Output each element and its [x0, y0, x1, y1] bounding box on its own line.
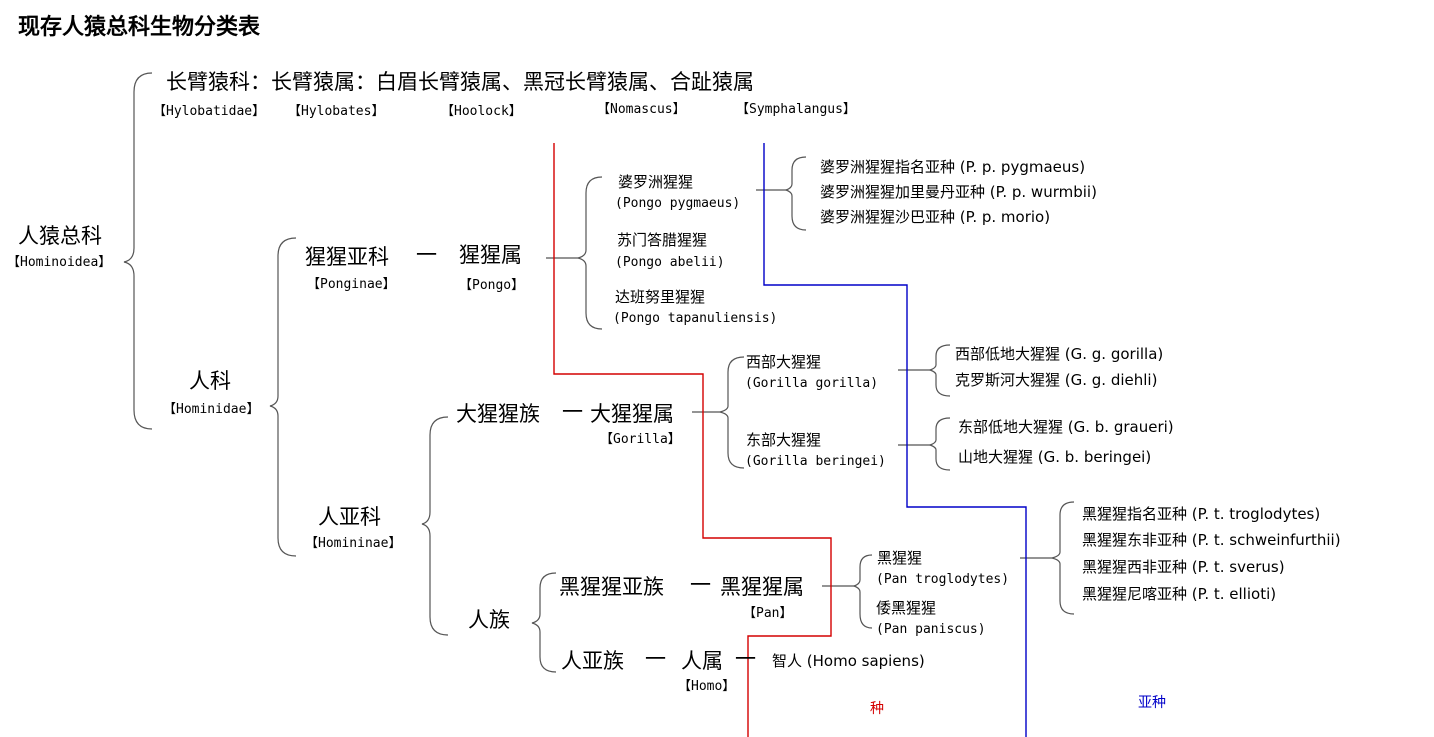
subspecies-item: 黑猩猩尼喀亚种 (P. t. ellioti): [1082, 585, 1277, 603]
subspecies-item: 山地大猩猩 (G. b. beringei): [958, 448, 1152, 466]
subspecies-legend-label: 亚种: [1138, 695, 1166, 711]
panina-dash: 一: [690, 573, 711, 597]
symphalangus-latin: 【Symphalangus】: [736, 102, 856, 117]
pan-species-cn: 黑猩猩: [877, 549, 923, 567]
pan-species-sci: (Pan troglodytes): [876, 572, 1010, 587]
homo-species: 智人 (Homo sapiens): [772, 652, 925, 670]
homo-dash: 一: [735, 647, 756, 671]
hominidae-latin: 【Hominidae】: [163, 402, 260, 417]
pan-name: 黑猩猩属: [720, 575, 804, 599]
pongo-species-sci: (Pongo abelii): [615, 255, 725, 270]
subspecies-item: 黑猩猩指名亚种 (P. t. troglodytes): [1082, 505, 1321, 523]
bracket-hominini: [531, 572, 557, 673]
subspecies-boundary-line: [763, 143, 1027, 737]
pongo-species-sci: (Pongo pygmaeus): [615, 196, 741, 211]
bracket-hominoidea: [123, 72, 153, 430]
hylobatidae-latin: 【Hylobatidae】: [153, 104, 266, 119]
page-title: 现存人猿总科生物分类表: [18, 15, 261, 40]
bracket-gberingei: [928, 417, 951, 471]
superfamily-latin: 【Hominoidea】: [7, 255, 112, 270]
gorilla-species-cn: 东部大猩猩: [746, 431, 822, 449]
hominina-name: 人亚族: [561, 649, 624, 673]
hylobates-latin: 【Hylobates】: [288, 104, 385, 119]
gorillini-dash: 一: [562, 400, 583, 424]
hominina-dash: 一: [645, 647, 666, 671]
gorillini-name: 大猩猩族: [456, 402, 540, 426]
gorilla-name: 大猩猩属: [590, 402, 674, 426]
hylobatidae-line: 长臂猿科：长臂猿属：白眉长臂猿属、黑冠长臂猿属、合趾猿属: [166, 70, 754, 94]
gorilla-species-sci: (Gorilla gorilla): [745, 376, 879, 391]
gorilla-species-sci: (Gorilla beringei): [745, 454, 886, 469]
pan-species-sci: (Pan paniscus): [876, 622, 986, 637]
superfamily-name: 人猿总科: [18, 224, 102, 248]
pan-latin: 【Pan】: [743, 606, 793, 621]
subspecies-item: 西部低地大猩猩 (G. g. gorilla): [955, 345, 1164, 363]
homo-latin: 【Homo】: [678, 679, 736, 694]
pongo-name: 猩猩属: [459, 243, 522, 267]
pongo-species-sci: (Pongo tapanuliensis): [613, 311, 778, 326]
ponginae-name: 猩猩亚科: [305, 245, 389, 269]
pongo-species-cn: 婆罗洲猩猩: [618, 173, 694, 191]
subspecies-item: 黑猩猩西非亚种 (P. t. sverus): [1082, 558, 1285, 576]
bracket-gorilla: [719, 356, 745, 469]
species-legend-label: 种: [870, 701, 884, 717]
gorilla-latin: 【Gorilla】: [600, 432, 681, 447]
subspecies-item: 东部低地大猩猩 (G. b. graueri): [958, 418, 1174, 436]
pongo-latin: 【Pongo】: [459, 278, 525, 293]
pongo-species-cn: 苏门答腊猩猩: [617, 231, 708, 249]
ponginae-latin: 【Ponginae】: [307, 277, 396, 292]
pan-species-cn: 倭黑猩猩: [876, 599, 937, 617]
homininae-latin: 【Homininae】: [305, 536, 402, 551]
subspecies-item: 婆罗洲猩猩加里曼丹亚种 (P. p. wurmbii): [820, 183, 1097, 201]
subspecies-item: 黑猩猩东非亚种 (P. t. schweinfurthii): [1082, 531, 1341, 549]
gorilla-species-cn: 西部大猩猩: [746, 353, 822, 371]
subspecies-item: 克罗斯河大猩猩 (G. g. diehli): [955, 371, 1158, 389]
hoolock-latin: 【Hoolock】: [441, 104, 522, 119]
pongo-species-cn: 达班努里猩猩: [615, 288, 706, 306]
homo-name: 人属: [681, 649, 723, 673]
bracket-pan-subspecies: [1051, 501, 1075, 615]
bracket-pan: [852, 554, 873, 629]
nomascus-latin: 【Nomascus】: [597, 102, 686, 117]
bracket-pongo: [577, 176, 603, 330]
bracket-pygmaeus: [784, 156, 807, 231]
ponginae-dash: 一: [416, 243, 437, 267]
bracket-ggorilla: [928, 344, 951, 397]
homininae-name: 人亚科: [318, 505, 381, 529]
hominidae-name: 人科: [189, 369, 231, 393]
subspecies-item: 婆罗洲猩猩指名亚种 (P. p. pygmaeus): [820, 158, 1086, 176]
bracket-homininae: [421, 416, 449, 636]
species-boundary-line: [553, 143, 832, 737]
bracket-hominidae: [269, 237, 297, 557]
panina-name: 黑猩猩亚族: [559, 575, 664, 599]
subspecies-item: 婆罗洲猩猩沙巴亚种 (P. p. morio): [820, 208, 1051, 226]
hominini-name: 人族: [468, 608, 510, 632]
